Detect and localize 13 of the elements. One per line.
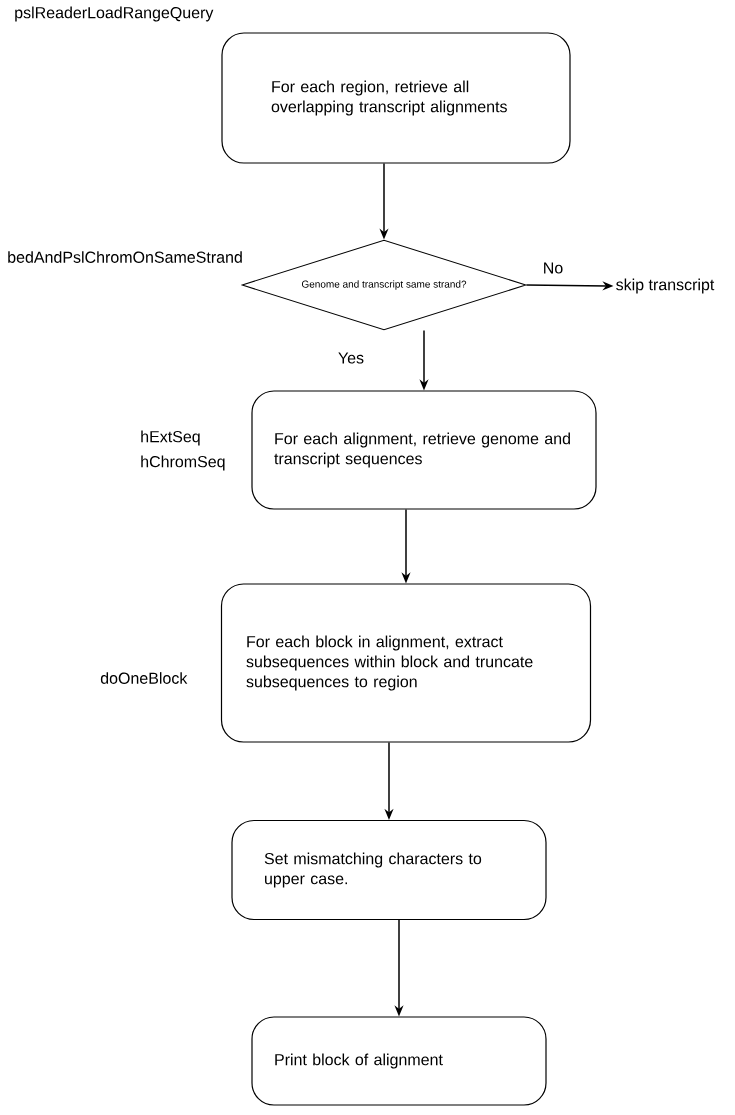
function-name: hExtSeq [141, 430, 200, 446]
process-box: For each block in alignment, extract subsequences within block and truncate subsequences to region [220, 583, 592, 743]
function-name: doOneBlock [100, 672, 188, 684]
edge-label: Yes [336, 351, 366, 365]
process-box: For each alignment, retrieve genome and transcript sequences [251, 390, 597, 510]
edge-label: No [541, 261, 565, 275]
function-name: pslReaderLoadRangeQuery [15, 6, 214, 22]
function-name: hChromSeq [141, 455, 225, 471]
process-box: For each region, retrieve all overlapping transcript alignments [221, 32, 571, 164]
end-text: skip transcript [616, 278, 715, 294]
process-box: Set mismatching characters to upper case. [231, 819, 547, 921]
function-name: bedAndPslChromOnSameStrand [8, 251, 242, 263]
process-box: Print block of alignment [251, 1016, 547, 1106]
